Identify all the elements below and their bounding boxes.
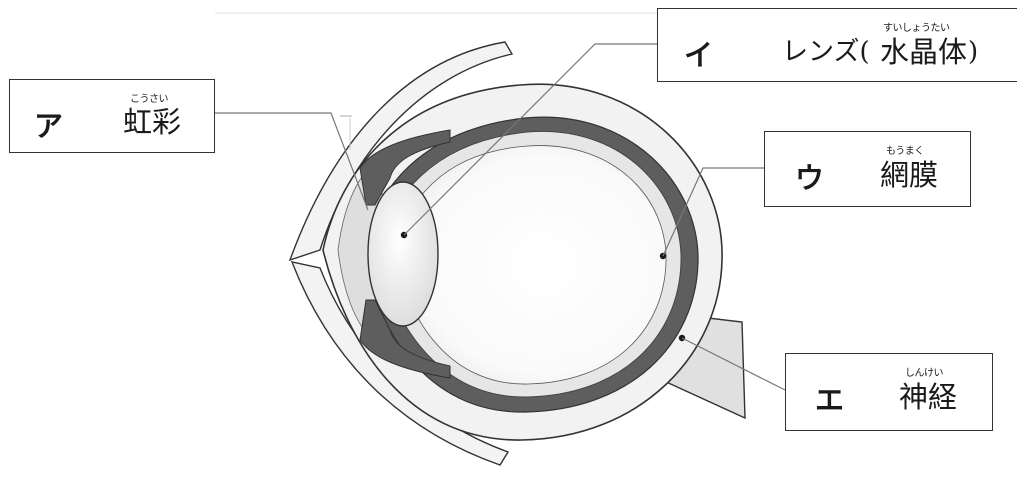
label-letter-iris: ア xyxy=(34,112,63,141)
ruby-nerve: しんけい xyxy=(905,369,943,379)
label-letter-retina: ウ xyxy=(795,164,824,193)
ruby-retina: もうまく xyxy=(886,147,924,157)
term-lens-suffix: ) xyxy=(968,39,978,65)
label-box-iris: ア こうさい 虹彩 xyxy=(9,79,215,153)
term-iris: 虹彩 xyxy=(123,108,181,137)
term-lens: 水晶体 xyxy=(880,38,967,67)
term-lens-prefix: レンズ( xyxy=(782,39,870,65)
label-box-retina: ウ もうまく 網膜 xyxy=(764,131,971,207)
term-nerve: 神経 xyxy=(899,383,957,412)
lens xyxy=(368,182,438,326)
ruby-iris: こうさい xyxy=(130,95,168,105)
label-letter-lens: イ xyxy=(684,41,713,70)
ruby-lens: すいしょうたい xyxy=(883,24,950,34)
label-letter-nerve: エ xyxy=(815,386,844,415)
label-box-lens: イ レンズ( すいしょうたい 水晶体 ) xyxy=(657,8,1017,82)
label-box-nerve: エ しんけい 神経 xyxy=(785,353,993,431)
term-retina: 網膜 xyxy=(880,161,938,190)
